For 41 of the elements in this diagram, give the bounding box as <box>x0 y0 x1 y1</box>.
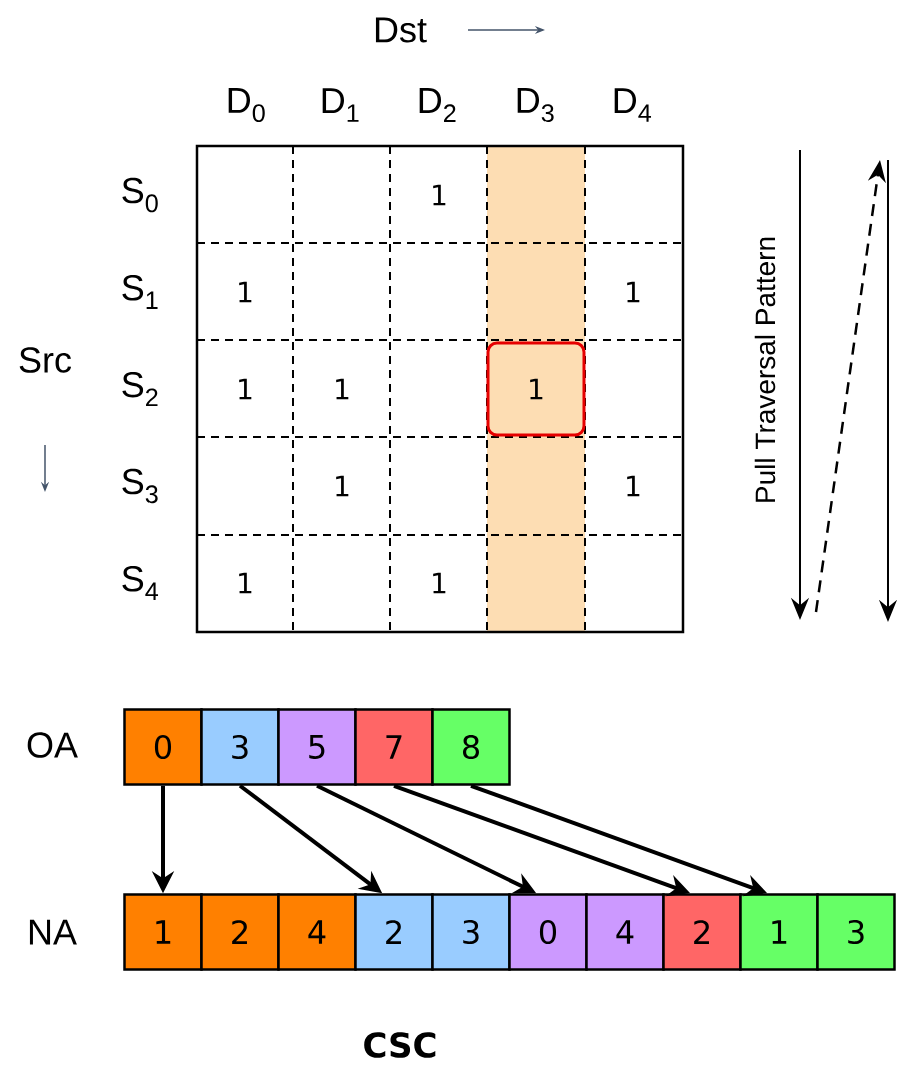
column-label: D$_{2}$ <box>419 88 456 122</box>
array-label: OA <box>27 732 78 758</box>
row-label: S$_{0}$ <box>122 177 158 213</box>
matrix-value: 1 <box>239 378 252 400</box>
matrix-value: 1 <box>239 281 252 303</box>
matrix-value: 1 <box>433 572 446 594</box>
matrix-value: 1 <box>336 378 349 400</box>
axis-title: Src <box>19 347 72 373</box>
matrix-value: 1 <box>336 475 349 497</box>
array-cell: 0 <box>123 708 203 786</box>
column-label: D$_{0}$ <box>228 88 265 123</box>
caption: CSC <box>364 1032 436 1058</box>
array-cell: 3 <box>431 893 511 971</box>
row-label: S$_{3}$ <box>122 468 158 504</box>
array-cell: 4 <box>277 893 357 971</box>
array-cell: 2 <box>200 893 280 971</box>
matrix-value: 1 <box>627 475 640 497</box>
axis-title: Pull Traversal Pattern <box>754 237 776 502</box>
array-label: NA <box>29 919 77 945</box>
array-cell: 1 <box>123 893 203 971</box>
array-cell: 3 <box>200 708 280 786</box>
array-cell: 4 <box>585 893 665 971</box>
highlighted-cell: 1 <box>486 341 586 437</box>
array-cell: 3 <box>816 893 896 971</box>
array-cell: 0 <box>508 893 588 971</box>
array-cell: 7 <box>354 708 434 786</box>
array-cell: 2 <box>662 893 742 971</box>
column-label: D$_{3}$ <box>517 88 554 123</box>
matrix-value: 1 <box>433 184 446 206</box>
column-label: D$_{4}$ <box>614 88 651 122</box>
row-label: S$_{1}$ <box>122 275 158 309</box>
matrix-value: 1 <box>239 572 252 594</box>
matrix-value: 1 <box>627 281 640 303</box>
row-label: S$_{4}$ <box>122 566 159 600</box>
array-cell: 2 <box>354 893 434 971</box>
column-label: D$_{1}$ <box>322 88 359 122</box>
array-cell: 8 <box>431 708 511 786</box>
row-label: S$_{2}$ <box>122 371 158 407</box>
axis-title: Dst <box>375 17 427 43</box>
array-cell: 1 <box>739 893 819 971</box>
array-cell: 5 <box>277 708 357 786</box>
